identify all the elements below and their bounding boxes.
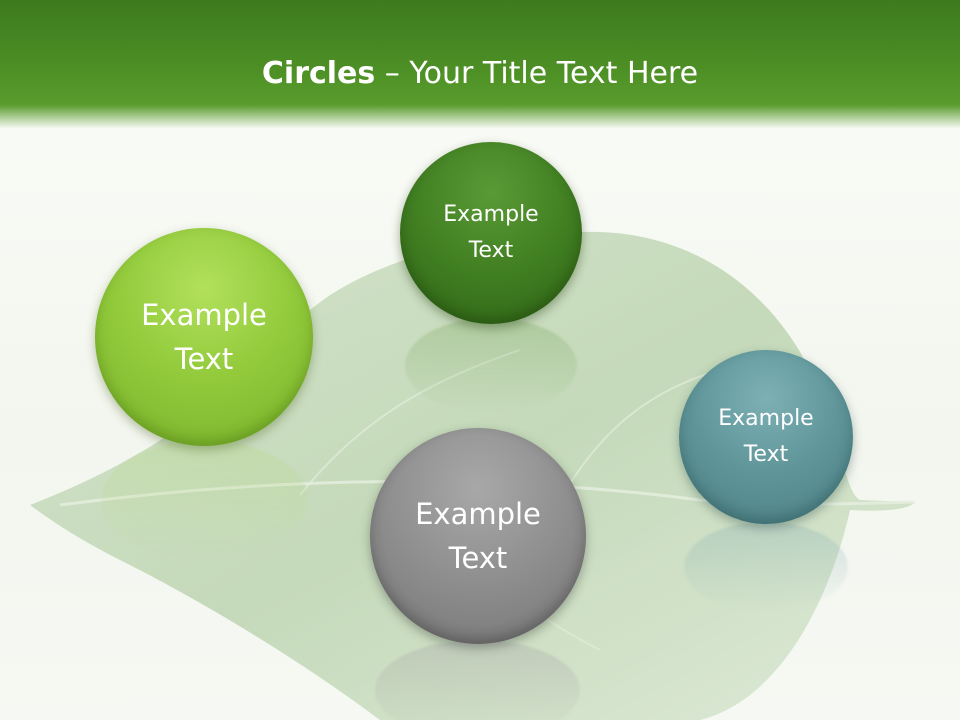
circle-reflection: [405, 318, 577, 413]
circle-label: Example Text: [718, 406, 814, 467]
circle-label: Example Text: [415, 497, 541, 575]
circle-label: Example Text: [141, 298, 267, 376]
title-banner: [0, 0, 960, 128]
circle-reflection: [684, 522, 848, 612]
circle-reflection: [375, 640, 580, 720]
circle-lime[interactable]: Example Text: [95, 228, 313, 446]
slide-title[interactable]: Circles – Your Title Text Here: [0, 52, 960, 96]
circle-teal[interactable]: Example Text: [679, 350, 853, 524]
circle-label: Example Text: [443, 202, 539, 263]
title-rest: – Your Title Text Here: [375, 56, 699, 91]
title-bold: Circles: [261, 56, 376, 91]
circle-reflection: [102, 440, 307, 560]
circle-gray[interactable]: Example Text: [370, 428, 586, 644]
circle-dark-green[interactable]: Example Text: [400, 142, 582, 324]
